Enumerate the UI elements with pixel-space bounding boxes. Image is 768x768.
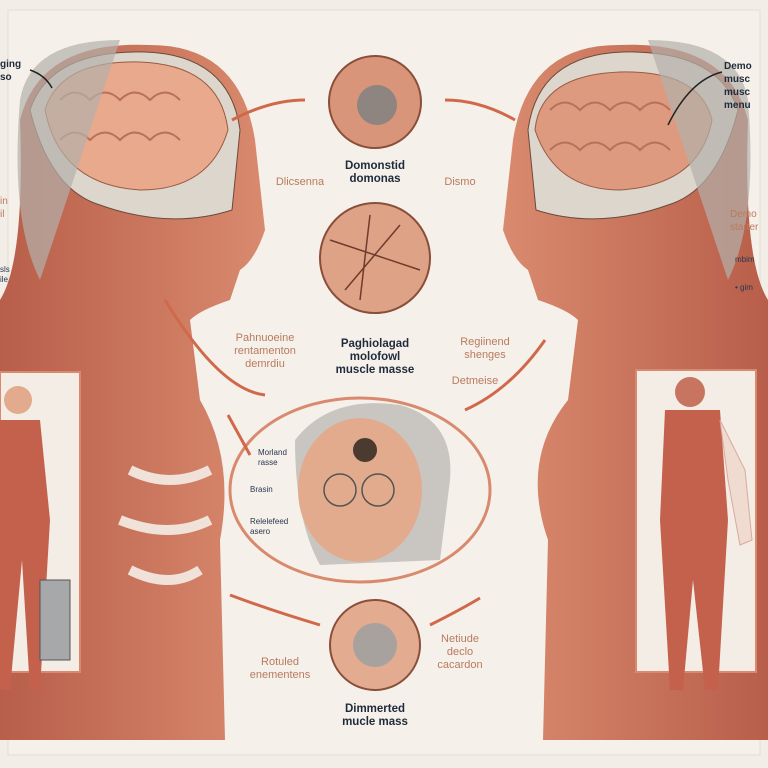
label-right-low-1: mbim: [735, 255, 755, 264]
face-label-2: Brasin: [250, 485, 273, 494]
label-center-right-top: Dismo: [444, 176, 476, 188]
face-oval: [228, 396, 492, 584]
inset-right: [635, 369, 757, 690]
label-left-low: sls ile: [0, 265, 10, 284]
label-left-mid: in il: [0, 196, 8, 220]
face-label-1: Morland rasse: [258, 448, 287, 467]
cluster-top: [328, 55, 422, 149]
elderly-face: [295, 403, 451, 565]
label-top-left: ging so: [0, 59, 22, 83]
label-center-top: Domonstid domonas: [344, 160, 406, 185]
cluster-bottom: [329, 599, 421, 691]
label-bottom-center: Dimmerted mucle mass: [342, 703, 408, 728]
label-top-right: Demo musc musc menu: [724, 61, 752, 111]
label-center-right-mid-2: Detmeise: [451, 375, 499, 387]
label-bottom-right: Netiude declo cacardon: [437, 633, 483, 671]
label-center-left-top: Dlicsenna: [275, 176, 325, 188]
label-right-low-2: • gim: [735, 283, 753, 292]
label-center-left-mid: Pahnuoeine rentamenton demrdiu: [234, 332, 296, 370]
arrows: [163, 98, 547, 627]
label-right-mid: Demo starter: [730, 209, 759, 233]
inset-left: [0, 371, 81, 690]
cluster-middle: [319, 202, 431, 314]
face-label-3: Relelefeed asero: [250, 517, 289, 536]
label-center-right-mid: Regiinend shenges: [460, 336, 510, 361]
label-center-mid: Paghiolagad molofowl muscle masse: [335, 338, 415, 376]
label-bottom-left: Rotuled enementens: [249, 656, 311, 681]
